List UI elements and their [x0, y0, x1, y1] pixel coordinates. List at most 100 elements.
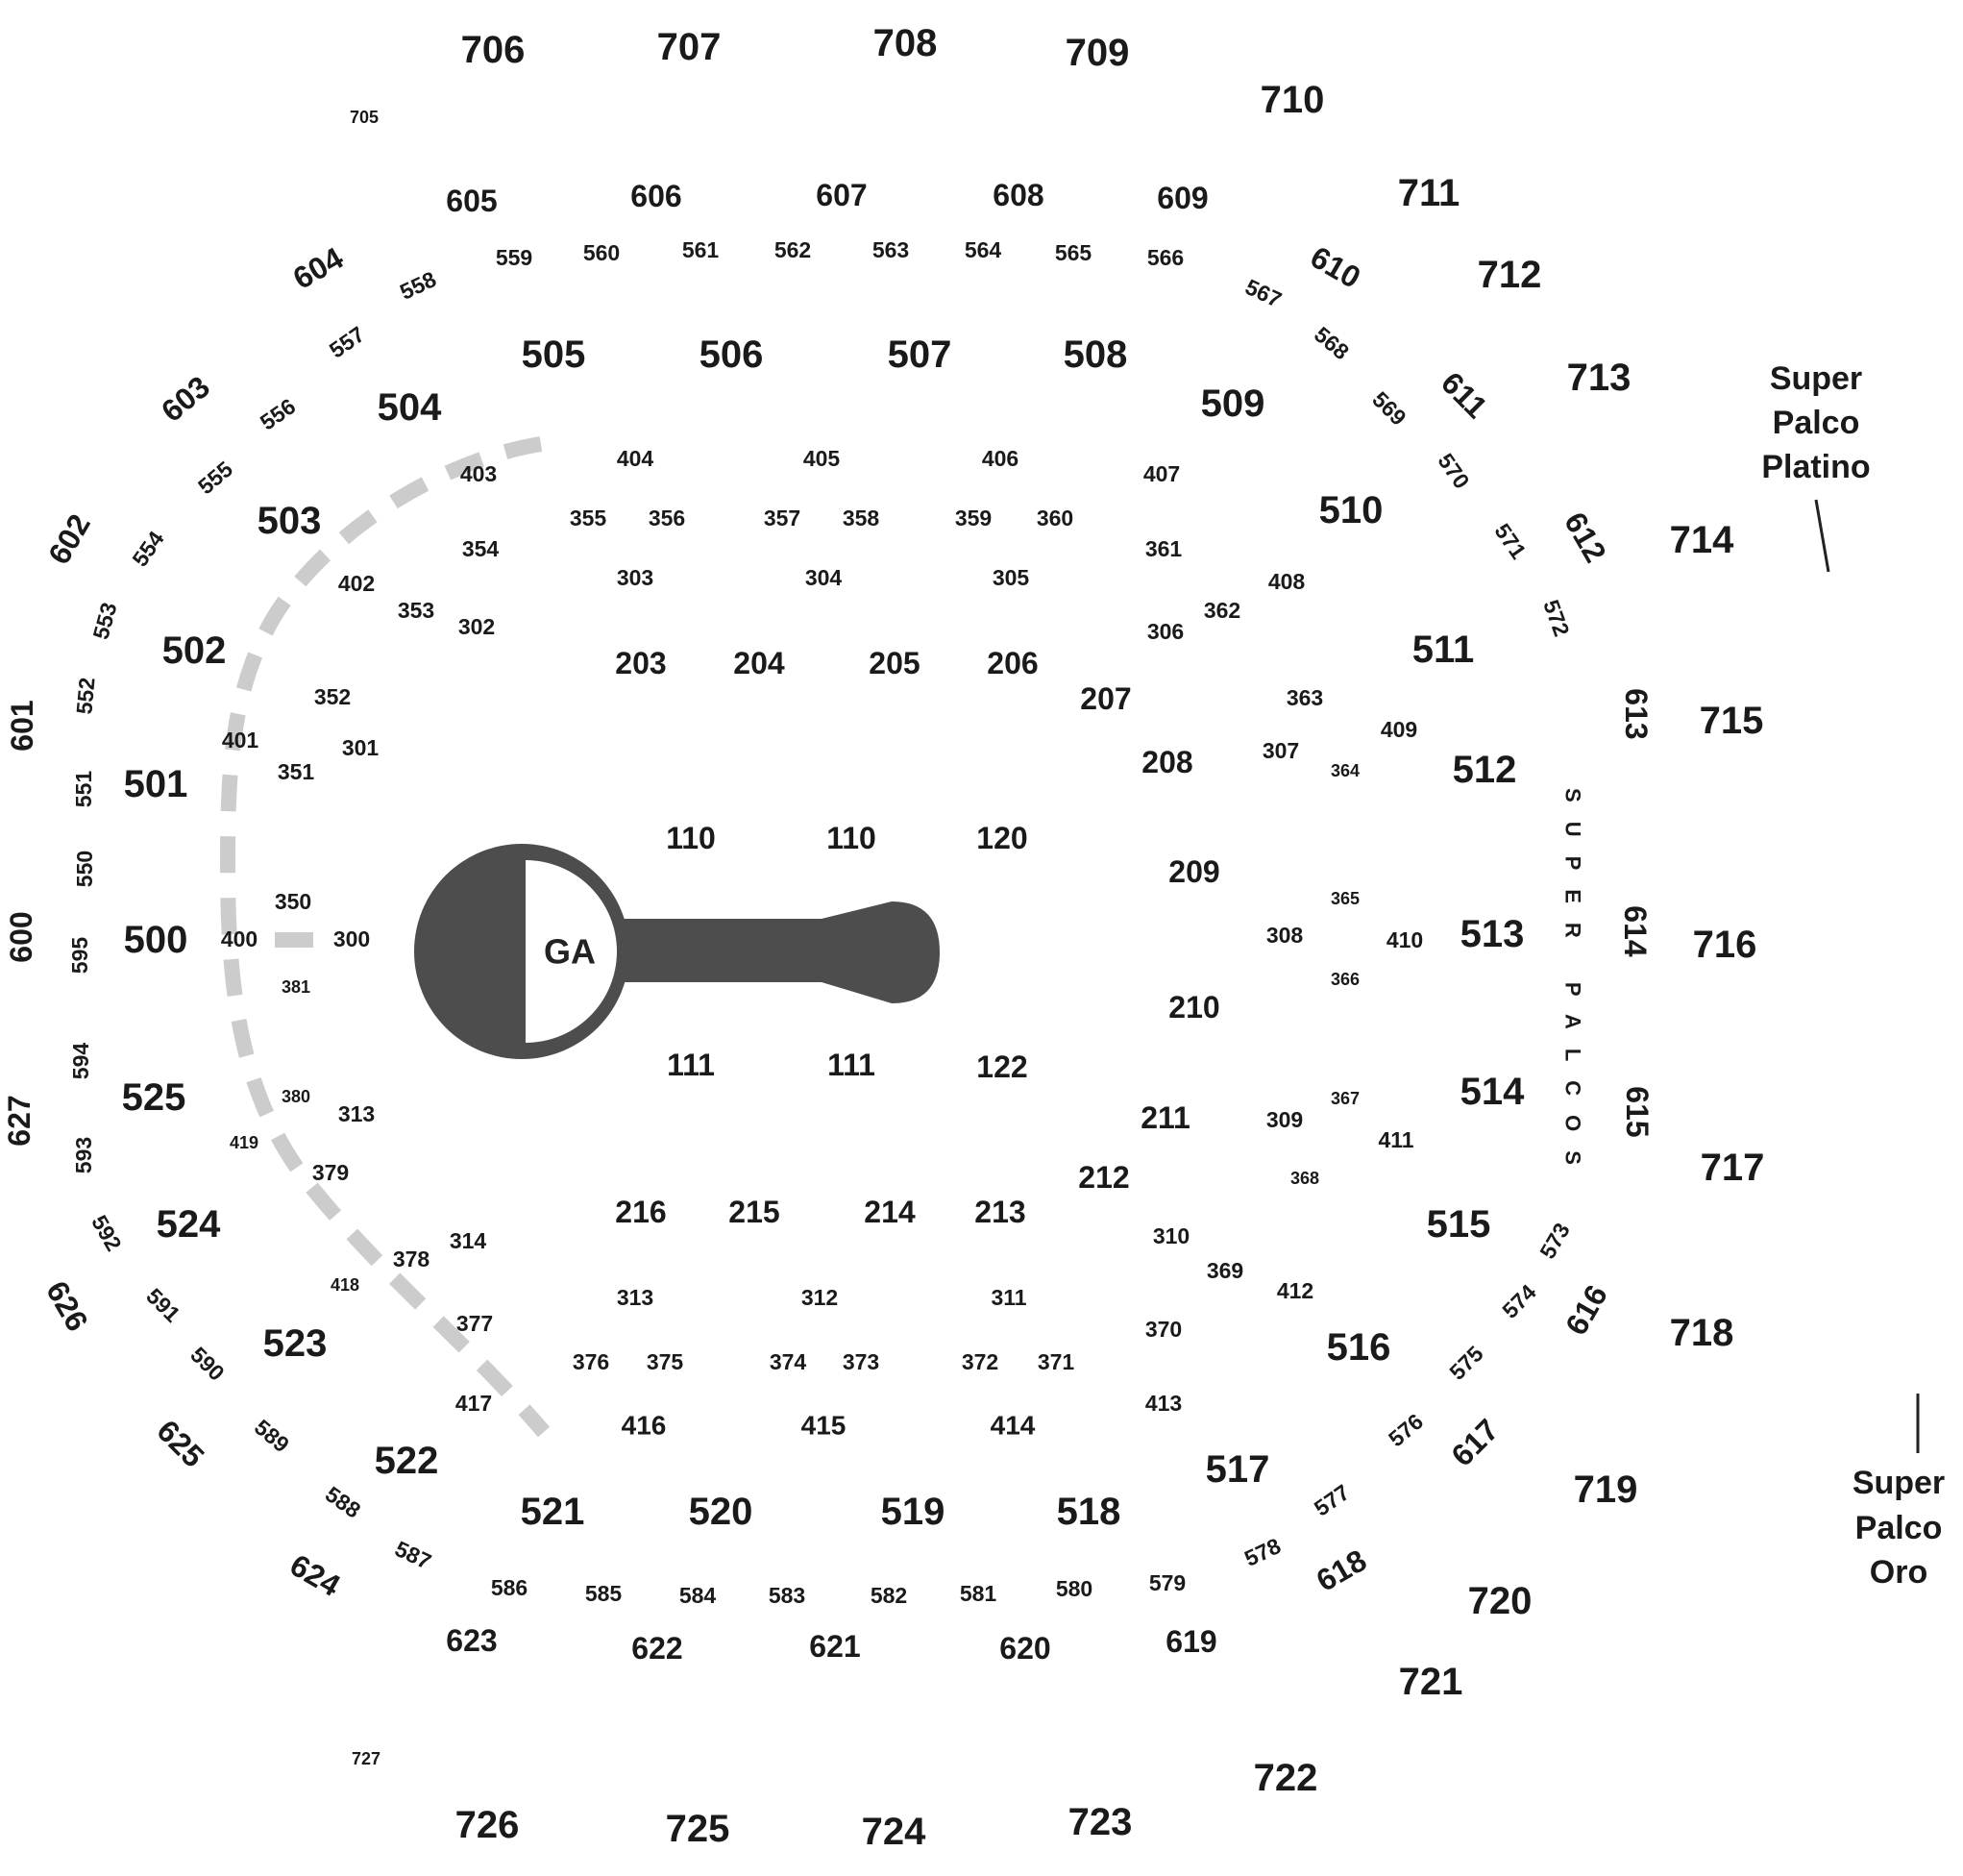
section-606[interactable]: 606: [630, 179, 681, 213]
section-706[interactable]: 706: [461, 29, 526, 71]
section-619[interactable]: 619: [1166, 1624, 1216, 1659]
section-715[interactable]: 715: [1700, 700, 1764, 742]
section-622[interactable]: 622: [631, 1631, 682, 1666]
section-310[interactable]: 310: [1153, 1223, 1190, 1248]
section-405[interactable]: 405: [803, 446, 841, 471]
section-522[interactable]: 522: [375, 1440, 439, 1482]
section-559[interactable]: 559: [496, 245, 532, 270]
section-308[interactable]: 308: [1266, 923, 1304, 948]
section-403[interactable]: 403: [460, 461, 497, 486]
section-209[interactable]: 209: [1168, 854, 1219, 889]
section-518[interactable]: 518: [1057, 1491, 1121, 1533]
section-611[interactable]: 611: [1435, 365, 1494, 425]
section-558[interactable]: 558: [396, 266, 440, 305]
section-565[interactable]: 565: [1055, 240, 1092, 265]
section-525[interactable]: 525: [122, 1076, 186, 1119]
section-604[interactable]: 604: [287, 240, 349, 296]
section-515[interactable]: 515: [1427, 1203, 1491, 1246]
section-707[interactable]: 707: [657, 26, 722, 68]
section-504[interactable]: 504: [378, 386, 442, 429]
section-364[interactable]: 364: [1331, 761, 1360, 780]
section-610[interactable]: 610: [1305, 239, 1366, 295]
section-406[interactable]: 406: [982, 446, 1018, 471]
section-590[interactable]: 590: [185, 1342, 230, 1386]
section-714[interactable]: 714: [1670, 519, 1734, 561]
section-213[interactable]: 213: [974, 1195, 1025, 1229]
section-584[interactable]: 584: [679, 1583, 717, 1608]
section-502[interactable]: 502: [162, 629, 227, 672]
section-554[interactable]: 554: [127, 527, 168, 572]
section-613[interactable]: 613: [1619, 688, 1654, 739]
section-563[interactable]: 563: [872, 237, 909, 262]
section-365[interactable]: 365: [1331, 889, 1360, 908]
section-407[interactable]: 407: [1143, 461, 1180, 486]
stage[interactable]: GA: [414, 844, 940, 1059]
section-356[interactable]: 356: [649, 506, 685, 531]
section-561[interactable]: 561: [682, 237, 720, 262]
section-709[interactable]: 709: [1066, 32, 1130, 74]
section-612[interactable]: 612: [1558, 506, 1613, 568]
section-605[interactable]: 605: [446, 184, 497, 218]
section-717[interactable]: 717: [1701, 1147, 1765, 1189]
section-626[interactable]: 626: [39, 1275, 95, 1337]
section-614[interactable]: 614: [1618, 905, 1653, 957]
section-514[interactable]: 514: [1460, 1071, 1525, 1113]
section-379[interactable]: 379: [312, 1160, 349, 1185]
section-711[interactable]: 711: [1398, 172, 1460, 214]
section-409[interactable]: 409: [1381, 717, 1417, 742]
section-722[interactable]: 722: [1254, 1757, 1318, 1799]
section-591[interactable]: 591: [141, 1283, 185, 1327]
section-307[interactable]: 307: [1263, 738, 1299, 763]
section-211[interactable]: 211: [1141, 1100, 1190, 1135]
section-583[interactable]: 583: [769, 1583, 805, 1608]
section-366[interactable]: 366: [1331, 970, 1360, 989]
section-510[interactable]: 510: [1319, 489, 1384, 531]
section-577[interactable]: 577: [1310, 1479, 1354, 1520]
section-553[interactable]: 553: [87, 600, 121, 642]
section-718[interactable]: 718: [1670, 1312, 1734, 1354]
section-352[interactable]: 352: [314, 684, 351, 709]
section-412[interactable]: 412: [1277, 1278, 1313, 1303]
section-713[interactable]: 713: [1567, 357, 1632, 399]
section-627[interactable]: 627: [2, 1095, 37, 1146]
section-205[interactable]: 205: [869, 646, 920, 680]
section-203[interactable]: 203: [615, 646, 666, 680]
section-521[interactable]: 521: [521, 1491, 585, 1533]
section-402[interactable]: 402: [338, 571, 375, 596]
section-302[interactable]: 302: [458, 614, 495, 639]
section-623[interactable]: 623: [446, 1623, 497, 1658]
section-564[interactable]: 564: [965, 237, 1002, 262]
section-725[interactable]: 725: [666, 1808, 730, 1850]
section-355[interactable]: 355: [570, 506, 607, 531]
section-408[interactable]: 408: [1268, 569, 1306, 594]
section-603[interactable]: 603: [155, 369, 216, 429]
section-414[interactable]: 414: [991, 1411, 1036, 1441]
section-625[interactable]: 625: [150, 1413, 210, 1473]
section-552[interactable]: 552: [71, 677, 99, 715]
section-726[interactable]: 726: [455, 1804, 520, 1846]
section-361[interactable]: 361: [1145, 536, 1183, 561]
section-571[interactable]: 571: [1489, 519, 1531, 564]
ga-area[interactable]: [526, 860, 617, 1043]
section-111-right[interactable]: 111: [827, 1048, 875, 1082]
section-589[interactable]: 589: [250, 1415, 294, 1458]
section-311[interactable]: 311: [991, 1285, 1026, 1310]
section-616[interactable]: 616: [1558, 1279, 1614, 1341]
section-520[interactable]: 520: [689, 1491, 753, 1533]
section-415[interactable]: 415: [801, 1411, 847, 1441]
section-215[interactable]: 215: [728, 1195, 779, 1229]
section-401[interactable]: 401: [222, 728, 259, 753]
section-362[interactable]: 362: [1204, 598, 1240, 623]
section-601[interactable]: 601: [5, 700, 39, 751]
section-523[interactable]: 523: [263, 1322, 328, 1365]
section-607[interactable]: 607: [816, 178, 867, 212]
section-716[interactable]: 716: [1693, 924, 1757, 966]
section-580[interactable]: 580: [1056, 1576, 1092, 1601]
section-505[interactable]: 505: [522, 333, 586, 376]
section-586[interactable]: 586: [491, 1575, 528, 1600]
section-419[interactable]: 419: [230, 1133, 258, 1152]
section-506[interactable]: 506: [699, 333, 764, 376]
section-210[interactable]: 210: [1168, 990, 1219, 1024]
section-576[interactable]: 576: [1384, 1409, 1428, 1452]
section-377[interactable]: 377: [456, 1311, 493, 1336]
